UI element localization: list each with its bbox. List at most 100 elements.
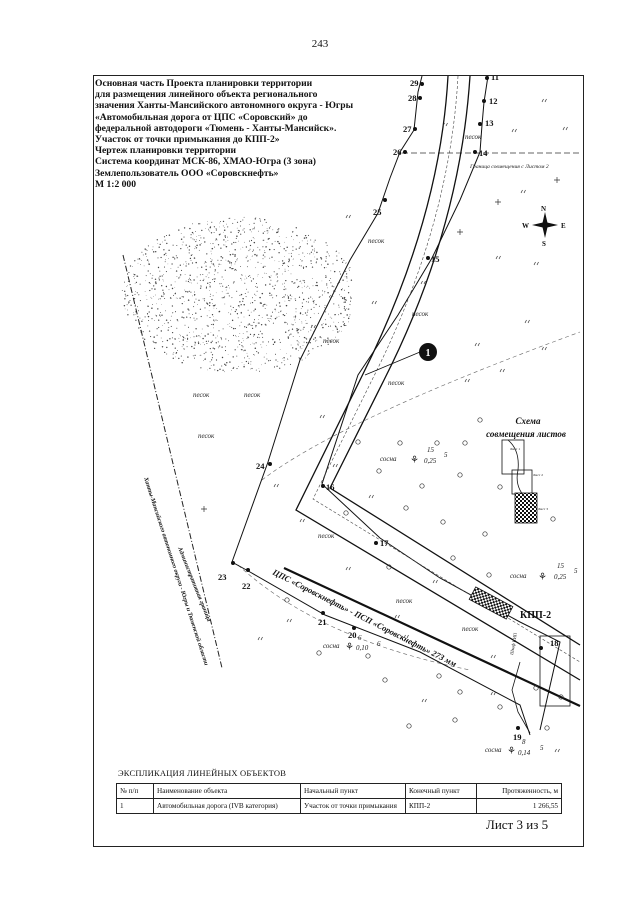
stipple-dot	[302, 345, 304, 346]
stipple-dot	[282, 262, 285, 265]
stipple-dot	[212, 243, 214, 245]
terrain-circle	[355, 439, 361, 445]
stipple-dot	[199, 287, 202, 289]
stipple-dot	[189, 282, 191, 283]
stipple-dot	[207, 369, 208, 371]
stipple-dot	[286, 352, 287, 354]
stipple-dot	[275, 359, 277, 361]
stipple-dot	[304, 256, 305, 257]
stipple-dot	[305, 266, 307, 268]
stipple-dot	[162, 289, 164, 291]
stipple-dot	[284, 300, 286, 302]
point-markers	[231, 76, 543, 730]
stipple-dot	[162, 325, 163, 327]
stipple-dot	[194, 301, 196, 303]
stipple-dot	[251, 342, 253, 344]
stipple-dot	[243, 216, 245, 218]
stipple-dot	[231, 326, 233, 328]
stipple-dot	[283, 314, 286, 317]
table-cell: 1	[116, 798, 154, 814]
stipple-dot	[193, 279, 195, 281]
planning-boundary	[231, 76, 531, 736]
stipple-dot	[291, 328, 294, 330]
stipple-dot	[339, 282, 341, 284]
stipple-dot	[204, 261, 206, 263]
stipple-dot	[298, 350, 299, 351]
stipple-dot	[183, 236, 185, 238]
stipple-dot	[307, 309, 309, 311]
stipple-dot	[220, 256, 222, 258]
stipple-dot	[312, 348, 314, 350]
sand-label: песок	[412, 310, 429, 318]
stipple-dot	[221, 356, 224, 359]
stipple-dot	[343, 301, 345, 303]
stipple-dot	[249, 275, 251, 277]
stipple-dot	[183, 301, 185, 302]
stipple-dot	[207, 325, 209, 327]
stipple-dot	[295, 347, 297, 350]
stipple-dot	[279, 339, 280, 341]
stipple-dot	[256, 254, 258, 256]
stipple-dot	[220, 247, 222, 249]
stipple-dot	[171, 305, 174, 307]
stipple-dot	[189, 277, 190, 279]
stipple-dot	[242, 219, 244, 221]
stipple-dot	[235, 237, 237, 239]
point-marker	[426, 256, 430, 260]
terrain-grass	[474, 342, 480, 347]
stipple-dot	[221, 339, 223, 341]
stipple-dot	[344, 301, 346, 303]
stipple-dot	[311, 266, 314, 268]
stipple-dot	[325, 256, 327, 258]
stipple-dot	[146, 299, 148, 300]
stipple-dot	[344, 299, 345, 301]
stipple-dot	[300, 329, 302, 331]
stipple-dot	[349, 266, 351, 269]
stipple-dot	[194, 341, 196, 343]
col-header: Наименование объекта	[153, 783, 301, 799]
stipple-dot	[287, 296, 290, 298]
stipple-dot	[345, 270, 347, 272]
stipple-dot	[234, 263, 236, 265]
stipple-dot	[310, 239, 312, 241]
stipple-dot	[261, 317, 263, 318]
stipple-dot	[248, 336, 250, 338]
stipple-dot	[174, 287, 176, 288]
stipple-dot	[154, 281, 157, 283]
stipple-dot	[165, 252, 167, 254]
stipple-dot	[195, 328, 197, 330]
stipple-dot	[239, 306, 240, 308]
stipple-dot	[292, 259, 294, 260]
stipple-dot	[340, 312, 342, 315]
terrain-grass	[541, 346, 547, 351]
stipple-dot	[138, 327, 140, 329]
stipple-dot	[239, 301, 241, 303]
stipple-dot	[321, 290, 323, 292]
stipple-dot	[235, 241, 237, 243]
point-marker	[420, 82, 424, 86]
stipple-dot	[330, 270, 332, 272]
stipple-dot	[253, 222, 255, 224]
sand-label: песок	[193, 391, 210, 399]
terrain-plus	[201, 506, 207, 512]
stipple-dot	[211, 221, 213, 223]
stipple-dot	[192, 314, 193, 315]
stipple-dot	[210, 243, 211, 244]
stipple-dot	[334, 325, 337, 328]
stipple-dot	[300, 280, 302, 282]
stipple-dot	[293, 282, 295, 284]
stipple-dot	[187, 299, 190, 301]
scheme-title: Схема	[516, 416, 541, 426]
stipple-dot	[126, 286, 128, 287]
stipple-dot	[129, 299, 131, 302]
stipple-dot	[258, 370, 261, 372]
stipple-dot	[292, 246, 294, 248]
stipple-dot	[220, 286, 222, 287]
stipple-dot	[296, 340, 298, 342]
stipple-dot	[194, 291, 196, 293]
stipple-dot	[244, 349, 246, 352]
stipple-dot	[228, 340, 230, 342]
stipple-dot	[155, 282, 157, 285]
stipple-dot	[230, 262, 233, 264]
stipple-dot	[188, 313, 190, 315]
